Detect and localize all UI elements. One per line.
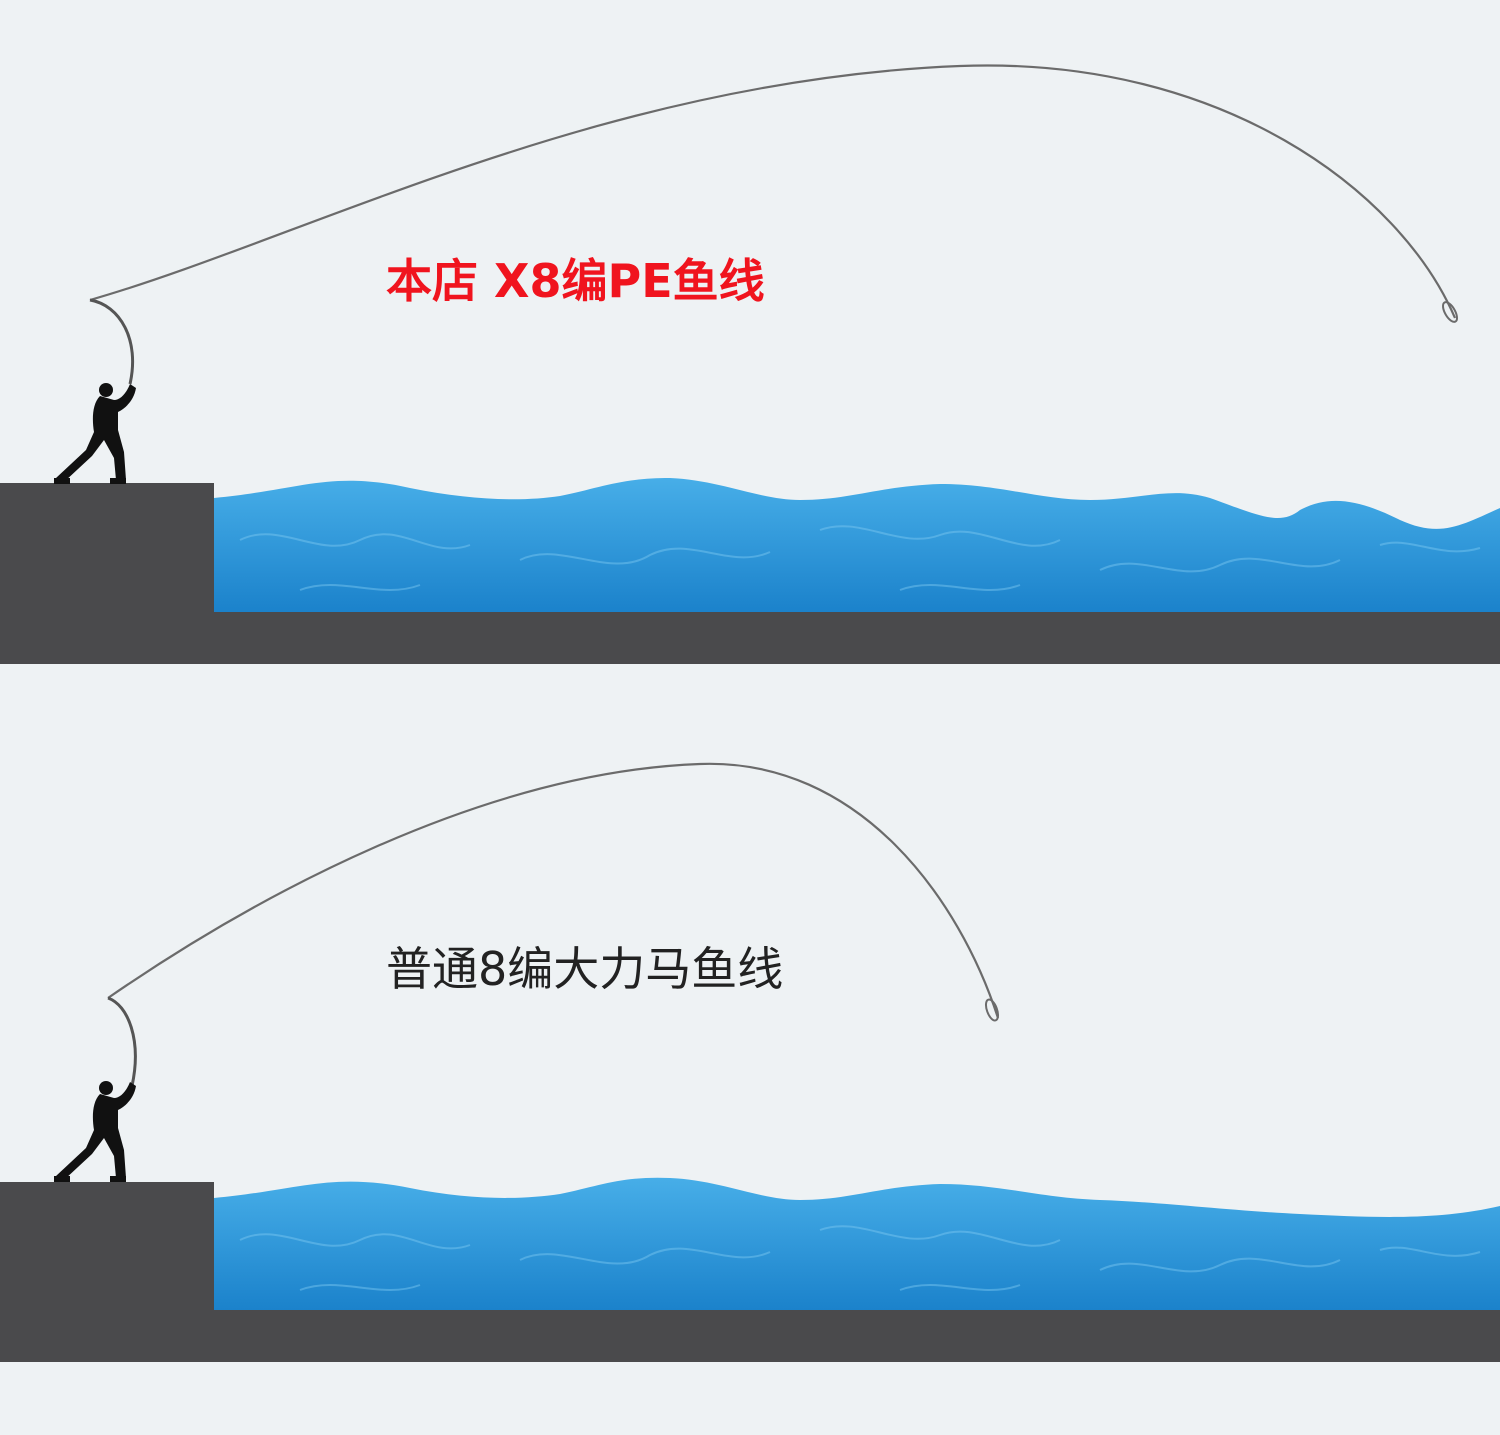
caption-store-line: 本店 X8编PE鱼线 <box>386 254 765 308</box>
pier-ground <box>0 483 1500 664</box>
water <box>214 1177 1500 1310</box>
angler-silhouette-icon <box>54 1081 136 1182</box>
caption-regular-line: 普通8编大力马鱼线 <box>386 942 784 996</box>
scene-store-line <box>0 64 1500 664</box>
panel-store-line: 本店 X8编PE鱼线 <box>0 0 1500 700</box>
pier-ground <box>0 1182 1500 1362</box>
fishing-line-short <box>107 762 1000 1019</box>
fishing-rod <box>89 298 135 385</box>
scene-regular-line <box>0 762 1500 1362</box>
water-caustics <box>239 1225 1481 1291</box>
water <box>214 478 1500 612</box>
angler-silhouette-icon <box>54 383 136 484</box>
lure-icon <box>1442 301 1458 323</box>
fishing-rod <box>107 996 137 1087</box>
lure-icon <box>984 998 1000 1022</box>
panel-regular-line: 普通8编大力马鱼线 <box>0 700 1500 1400</box>
water-caustics <box>239 525 1481 591</box>
fishing-line-long <box>89 64 1457 319</box>
